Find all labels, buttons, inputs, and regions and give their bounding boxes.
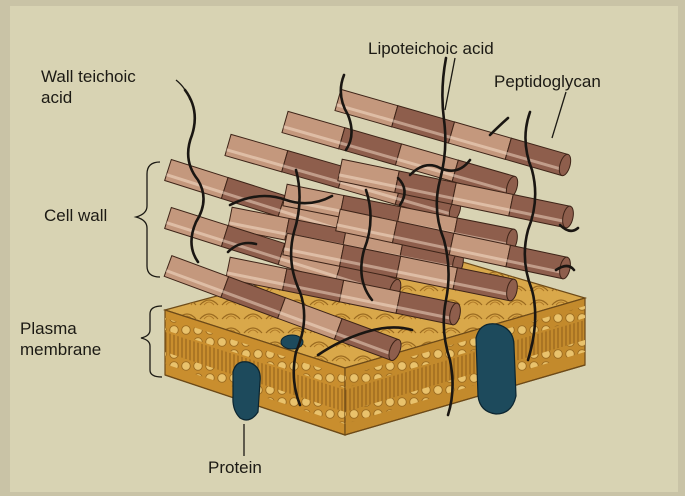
membrane-protein-right <box>476 324 516 414</box>
label-line: Plasma <box>20 318 101 339</box>
label-lipoteichoic-acid: Lipoteichoic acid <box>368 38 494 59</box>
label-line: Wall teichoic <box>41 66 136 87</box>
label-wall-teichoic-acid: Wall teichoic acid <box>41 66 136 108</box>
label-line: acid <box>41 87 136 108</box>
label-cell-wall: Cell wall <box>44 205 107 226</box>
label-plasma-membrane: Plasma membrane <box>20 318 101 360</box>
membrane-protein-left <box>233 362 260 420</box>
label-peptidoglycan: Peptidoglycan <box>494 71 601 92</box>
label-protein: Protein <box>208 457 262 478</box>
label-line: membrane <box>20 339 101 360</box>
